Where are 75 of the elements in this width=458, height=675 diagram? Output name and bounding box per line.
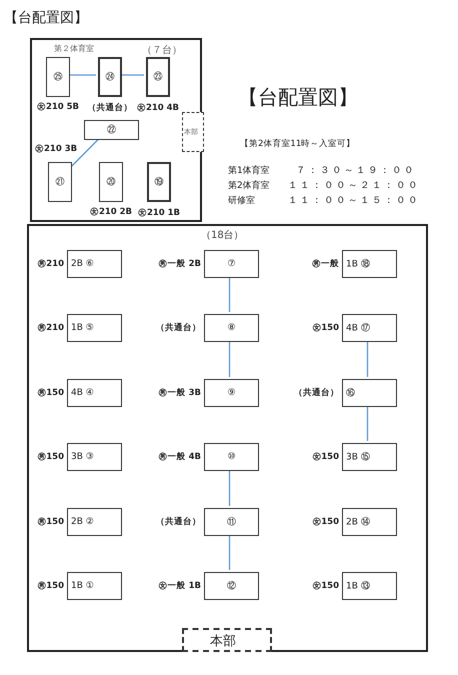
heading: 【台配置図】 bbox=[238, 84, 358, 111]
table-group-label: ㊛210 1B bbox=[138, 207, 180, 219]
connector-line bbox=[228, 469, 230, 506]
table-number: 4B ⑰ bbox=[346, 322, 370, 334]
room-outline bbox=[30, 38, 202, 222]
table-number: 2B ⑭ bbox=[346, 516, 370, 528]
table-number: ㉒ bbox=[107, 124, 116, 136]
table-group-label: ㊛210 3B bbox=[35, 143, 78, 155]
table-group-label: （共通台） bbox=[156, 516, 201, 528]
table-number: 2B ② bbox=[71, 517, 94, 527]
table-group-label: ㊛210 5B bbox=[36, 101, 80, 113]
table-group-label: ㊚210 bbox=[37, 322, 64, 334]
area-label: 本部 bbox=[210, 633, 236, 650]
table-number: 1B ⑬ bbox=[346, 580, 370, 592]
table-number: 3B ⑮ bbox=[346, 451, 370, 464]
table-number: ㉕ bbox=[54, 72, 62, 82]
table-number: ㉑ bbox=[56, 176, 64, 188]
table-number: ⑳ bbox=[106, 176, 116, 188]
table-number: 1B ⑤ bbox=[71, 323, 94, 333]
table-number: 3B ③ bbox=[71, 452, 94, 462]
connector-line bbox=[366, 340, 368, 377]
table-number: ⑨ bbox=[227, 388, 236, 398]
table-group-label: ㊚一般 2B bbox=[158, 258, 201, 270]
room-name: 第２体育室 bbox=[54, 43, 94, 54]
table-group-label: ㊚一般 bbox=[312, 258, 339, 270]
schedule-time: ７：３０～１９：００ bbox=[296, 164, 416, 177]
schedule-room: 第2体育室 bbox=[228, 179, 270, 192]
table-number: ⑫ bbox=[227, 580, 236, 592]
connector-line bbox=[228, 534, 230, 570]
table-number: ⑩ bbox=[227, 452, 236, 462]
table-group-label: ㊛150 bbox=[312, 580, 339, 592]
table-count: （18台） bbox=[201, 228, 244, 242]
schedule-room: 第1体育室 bbox=[228, 164, 270, 177]
page-title: 【台配置図】 bbox=[4, 9, 88, 27]
connector-line bbox=[228, 276, 230, 312]
connector-line bbox=[366, 405, 368, 441]
table-group-label: （共通台） bbox=[88, 102, 132, 114]
table-group-label: ㊛150 bbox=[312, 516, 339, 528]
table-box bbox=[84, 120, 139, 140]
table-number: 1B ① bbox=[71, 581, 94, 591]
table-group-label: （共通台） bbox=[294, 387, 339, 399]
table-group-label: ㊚150 bbox=[37, 451, 64, 463]
table-count: （７台） bbox=[142, 44, 182, 57]
headquarters-area bbox=[182, 628, 272, 652]
table-number: ㉔ bbox=[106, 72, 114, 82]
table-group-label: （共通台） bbox=[156, 322, 201, 334]
table-number: ⑪ bbox=[227, 516, 236, 528]
table-number: 1B ⑱ bbox=[346, 258, 370, 270]
table-group-label: ㊚一般 4B bbox=[158, 451, 201, 463]
table-group-label: ㊚一般 3B bbox=[158, 387, 201, 399]
schedule-room: 研修室 bbox=[228, 194, 255, 207]
schedule-time: １１：００～２１：００ bbox=[288, 179, 420, 192]
table-group-label: ㊛210 4B bbox=[136, 102, 180, 114]
table-group-label: ㊛150 bbox=[312, 451, 339, 463]
table-group-label: ㊚210 bbox=[37, 258, 64, 270]
connector-line bbox=[120, 74, 144, 76]
table-group-label: ㊛一般 1B bbox=[158, 580, 201, 592]
connector-line bbox=[68, 74, 96, 76]
table-group-label: ㊚150 bbox=[37, 580, 64, 592]
table-number: 4B ④ bbox=[71, 388, 94, 398]
schedule-time: １１：００～１５：００ bbox=[288, 194, 420, 207]
table-group-label: ㊛150 bbox=[312, 322, 339, 334]
table-number: 2B ⑥ bbox=[71, 259, 94, 269]
connector-line bbox=[228, 340, 230, 377]
table-group-label: ㊚150 bbox=[37, 516, 64, 528]
table-number: ㉓ bbox=[154, 72, 162, 82]
table-number: ⑦ bbox=[227, 259, 236, 269]
table-number: ⑯ bbox=[346, 387, 355, 400]
note: 【第2体育室11時～入室可】 bbox=[240, 138, 356, 150]
table-group-label: ㊛210 2B bbox=[90, 206, 132, 218]
table-number: ⑧ bbox=[227, 323, 236, 333]
table-number: ⑲ bbox=[154, 176, 164, 188]
headquarters-area bbox=[182, 112, 204, 152]
room-outline bbox=[27, 224, 428, 652]
table-group-label: ㊚150 bbox=[37, 387, 64, 399]
